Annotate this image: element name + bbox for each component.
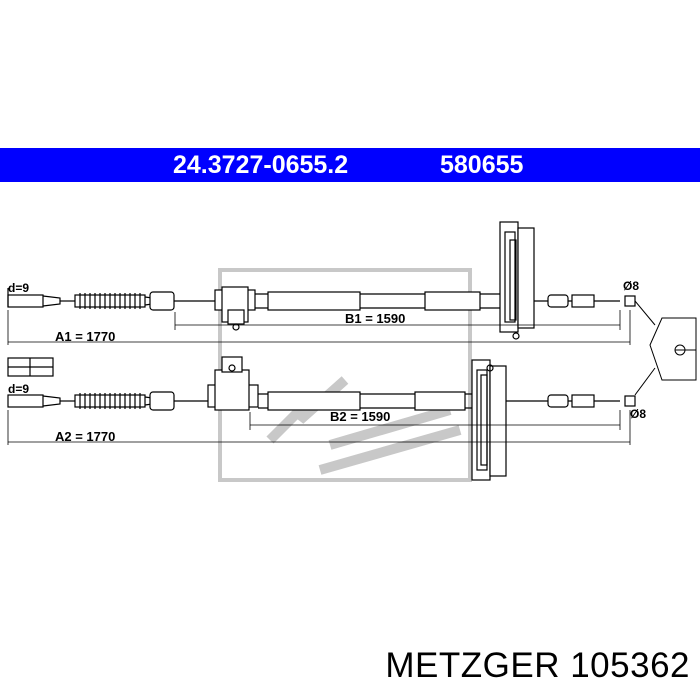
part-number: 24.3727-0655.2 <box>173 151 349 179</box>
cable-2-total-length: A2 = 1770 <box>55 429 115 444</box>
reference-number: 580655 <box>440 151 524 179</box>
cable-2-nipple-diameter: Ø8 <box>630 407 646 421</box>
cable-1-nipple-diameter: Ø8 <box>623 279 639 293</box>
cable-1-sheath-length: B1 = 1590 <box>345 311 405 326</box>
cable-2-end-label: d=9 <box>8 382 29 396</box>
cable-2 <box>7 356 636 481</box>
nipple-detail <box>634 300 697 396</box>
cable-2-sheath-length: B2 = 1590 <box>330 409 390 424</box>
cable-1 <box>7 221 636 340</box>
cable-1-dimensions <box>7 310 631 345</box>
brand-label: METZGER 105362 <box>385 646 690 685</box>
header-banner: 24.3727-0655.2 580655 <box>0 148 700 182</box>
cable-1-total-length: A1 = 1770 <box>55 329 115 344</box>
cable-2-dimensions <box>7 410 631 445</box>
cable-1-end-label: d=9 <box>8 281 29 295</box>
